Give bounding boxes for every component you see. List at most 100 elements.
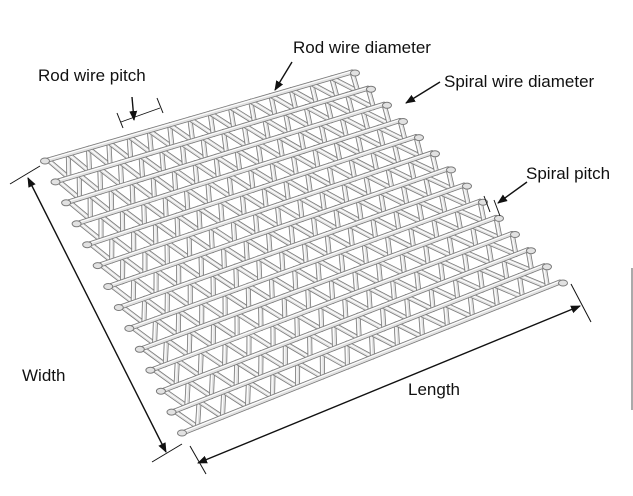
spiral-wire-body bbox=[408, 224, 416, 250]
spiral-wire-highlight bbox=[212, 321, 237, 338]
spiral-wire-highlight bbox=[270, 160, 275, 183]
spiral-wire-highlight bbox=[249, 167, 253, 191]
rod-wire-diameter-label: Rod wire diameter bbox=[293, 38, 431, 57]
spiral-wire-body bbox=[199, 252, 204, 280]
spiral-wire-highlight bbox=[305, 105, 332, 121]
spiral-wire-body bbox=[297, 195, 304, 222]
spiral-wire-body bbox=[342, 180, 349, 206]
length-arrow bbox=[197, 305, 581, 464]
spiral-wire-body bbox=[493, 283, 500, 309]
spiral-wire-highlight bbox=[271, 371, 298, 387]
spiral-wire-highlight bbox=[393, 142, 421, 157]
spiral-wire-highlight bbox=[471, 225, 500, 238]
spiral-wire-highlight bbox=[87, 147, 90, 172]
spiral-wire-body bbox=[246, 283, 251, 311]
spiral-wire-body bbox=[187, 233, 192, 260]
spiral-wire-highlight bbox=[89, 194, 112, 213]
spiral-wire-body bbox=[334, 206, 341, 232]
spiral-wire-highlight bbox=[67, 153, 90, 172]
spiral-wire-highlight bbox=[247, 284, 273, 301]
spiral-wire-highlight bbox=[241, 192, 267, 209]
spiral-wire-highlight bbox=[223, 292, 249, 309]
rod-end-loop bbox=[103, 283, 114, 290]
spiral-wire-highlight bbox=[235, 361, 261, 378]
spiral-wire-highlight bbox=[244, 237, 248, 262]
spiral-wire-body bbox=[270, 159, 277, 185]
rod-end-loop bbox=[462, 182, 472, 190]
spiral-wire-highlight bbox=[46, 158, 69, 178]
spiral-wire-highlight bbox=[209, 112, 214, 135]
spiral-wire-highlight bbox=[312, 214, 339, 230]
spiral-wire-highlight bbox=[235, 312, 261, 329]
spiral-wire-highlight bbox=[379, 191, 407, 206]
dimension-lines bbox=[9, 165, 633, 475]
spiral-wire-highlight bbox=[177, 261, 202, 278]
spiral-wire-body bbox=[147, 128, 154, 155]
spiral-wire-highlight bbox=[353, 268, 357, 293]
spiral-wire-body bbox=[438, 259, 445, 285]
spiral-wire-body bbox=[240, 191, 247, 218]
spiral-wire-highlight bbox=[132, 228, 156, 246]
spiral-wire-highlight bbox=[319, 304, 346, 320]
spiral-wire-highlight bbox=[173, 168, 176, 192]
spiral-wire-highlight bbox=[447, 233, 453, 257]
spiral-wire-highlight bbox=[330, 277, 333, 302]
spiral-wire-body bbox=[319, 188, 327, 214]
spiral-wire-highlight bbox=[386, 233, 414, 248]
spiral-wire-highlight bbox=[487, 241, 492, 264]
spiral-wire-highlight bbox=[432, 217, 461, 231]
rod-wire-body bbox=[130, 199, 482, 330]
spiral-wire-highlight bbox=[131, 326, 155, 344]
spiral-wire-highlight bbox=[371, 216, 376, 239]
spiral-wire-highlight bbox=[284, 342, 310, 358]
spiral-wire-highlight bbox=[455, 208, 461, 231]
spiral-wire-highlight bbox=[270, 275, 273, 301]
spiral-wire-highlight bbox=[280, 248, 283, 273]
spiral-wire-highlight bbox=[478, 267, 507, 281]
spiral-wire-highlight bbox=[87, 147, 110, 166]
spiral-wire-highlight bbox=[321, 351, 348, 367]
width-label: Width bbox=[22, 366, 66, 385]
spiral-wire-body bbox=[400, 250, 407, 276]
spiral-wire-highlight bbox=[357, 198, 384, 214]
spiral-wire-highlight bbox=[343, 295, 371, 311]
spiral-wire-highlight bbox=[439, 259, 468, 273]
spiral-wire-body bbox=[242, 123, 250, 149]
spiral-wire-highlight bbox=[400, 251, 429, 266]
spiral-wire-highlight bbox=[99, 214, 123, 233]
spiral-wire-highlight bbox=[303, 240, 330, 256]
spiral-wire-highlight bbox=[518, 274, 523, 297]
spiral-wire-highlight bbox=[518, 274, 548, 287]
spiral-wire-body bbox=[86, 146, 92, 174]
rod-end-loop bbox=[50, 178, 61, 186]
spiral-wire-highlight bbox=[57, 179, 80, 199]
spiral-pitch-bracket-b bbox=[493, 199, 501, 217]
spiral-wire-highlight bbox=[454, 276, 458, 300]
spiral-wire-body bbox=[393, 207, 401, 233]
spiral-wire-highlight bbox=[348, 224, 353, 248]
spiral-wire-highlight bbox=[211, 273, 237, 290]
width-arrow bbox=[27, 177, 167, 453]
spiral-wire-highlight bbox=[306, 171, 311, 194]
spiral-wire-highlight bbox=[271, 322, 298, 339]
spiral-wire-body bbox=[477, 266, 485, 292]
spiral-wire-highlight bbox=[143, 248, 168, 266]
spiral-wire-highlight bbox=[162, 389, 187, 407]
spiral-wire-body bbox=[289, 221, 295, 248]
spiral-wire-highlight bbox=[206, 180, 210, 205]
spiral-wire-body bbox=[201, 135, 208, 162]
spiral-wire-body bbox=[275, 203, 282, 229]
spiral-wire-highlight bbox=[187, 379, 212, 397]
spiral-wire-highlight bbox=[415, 268, 419, 292]
callout-arrows bbox=[116, 61, 528, 217]
spiral-wire-body bbox=[266, 229, 272, 256]
spiral-wire-highlight bbox=[409, 225, 414, 248]
spiral-wire-highlight bbox=[417, 200, 422, 223]
spiral-wire-highlight bbox=[326, 232, 330, 256]
spiral-wire-highlight bbox=[243, 124, 269, 140]
spiral-wire-highlight bbox=[78, 221, 101, 240]
spiral-wire-highlight bbox=[319, 122, 347, 138]
spiral-wire-highlight bbox=[160, 148, 164, 173]
spiral-wire-body bbox=[234, 264, 239, 292]
rod-end-loop bbox=[494, 214, 504, 222]
